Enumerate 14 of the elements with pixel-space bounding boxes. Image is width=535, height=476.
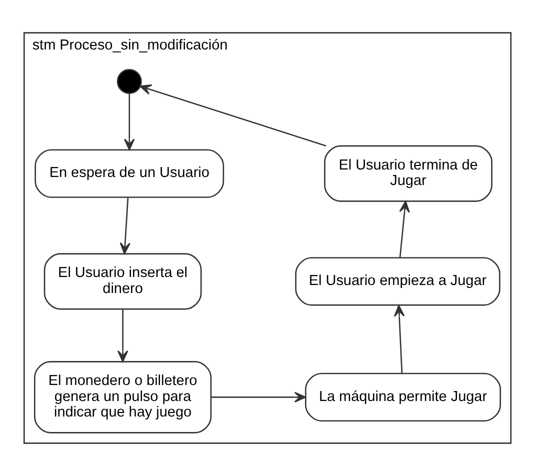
arrow xyxy=(117,310,128,362)
node-box: El Usuario termina de Jugar xyxy=(324,145,492,202)
arrow xyxy=(140,84,326,146)
node-box: En espera de un Usuario xyxy=(34,149,224,198)
arrow xyxy=(211,392,306,403)
node-box: El monedero o billetero genera un pulso para indicar que hay juego xyxy=(34,361,212,434)
node-box: El Usuario empieza a Jugar xyxy=(295,257,500,306)
node-box: El Usuario inserta el dinero xyxy=(44,253,202,310)
arrow xyxy=(124,93,135,150)
node-box: La máquina permite Jugar xyxy=(305,372,501,422)
node-circle xyxy=(116,68,142,94)
arrow xyxy=(399,200,410,258)
arrow xyxy=(394,304,405,374)
arrow xyxy=(120,198,130,254)
